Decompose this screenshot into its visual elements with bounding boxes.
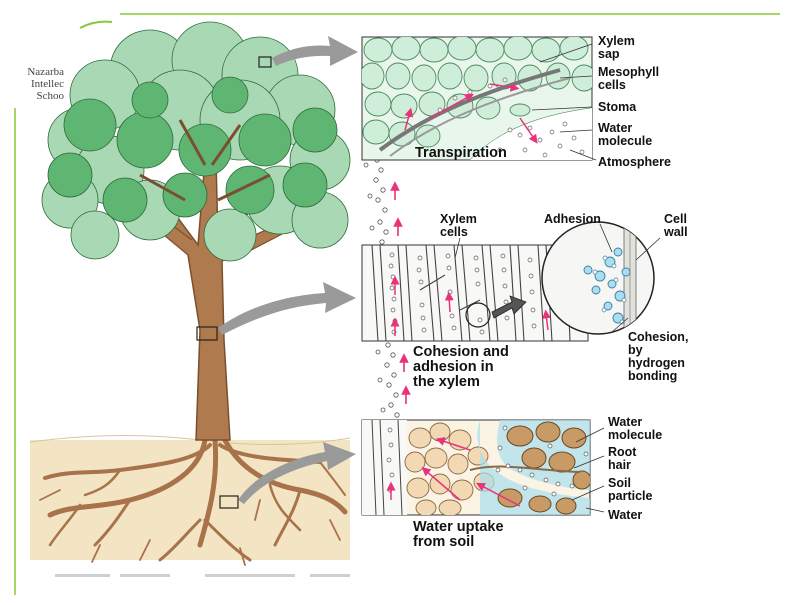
leaf-location-marker	[258, 56, 272, 68]
root-location-marker	[219, 495, 239, 509]
slide-frame	[14, 13, 780, 595]
tree-roots	[39, 437, 348, 566]
root-soil-panel	[361, 419, 605, 516]
transpiration-panel	[361, 36, 597, 161]
label-mesophyll-cells: Mesophyll cells	[598, 65, 660, 92]
label-water: Water	[608, 508, 643, 522]
label-soil-particle: Soil particle	[608, 476, 653, 503]
logo-line-1: Nazarba	[27, 66, 64, 78]
label-atmosphere: Atmosphere	[598, 155, 671, 169]
caption-cohesion-adhesion: Cohesion and adhesion in the xylem	[413, 344, 509, 390]
label-water-molecule-top: Water molecule	[598, 121, 653, 148]
zoom-arrows	[218, 36, 358, 504]
label-xylem-cells: Xylem cells	[440, 212, 477, 239]
school-logo-text: Nazarba Intellec Schoo	[4, 66, 64, 102]
label-root-hair: Root hair	[608, 445, 637, 472]
xylem-panel	[361, 221, 661, 342]
label-stoma: Stoma	[598, 100, 637, 114]
label-cohesion: Cohesion, by hydrogen bonding	[628, 330, 689, 383]
label-adhesion: Adhesion	[544, 212, 601, 226]
label-cell-wall: Cell wall	[664, 212, 688, 239]
label-xylem-sap: Xylem sap	[598, 34, 635, 61]
trunk-location-marker	[196, 326, 218, 341]
label-water-molecule-bottom: Water molecule	[608, 415, 663, 442]
logo-line-3: Schoo	[36, 90, 65, 102]
footer-artifact	[55, 574, 350, 577]
caption-water-uptake: Water uptake from soil	[413, 519, 504, 550]
logo-line-2: Intellec	[31, 78, 64, 90]
caption-transpiration: Transpiration	[415, 145, 507, 161]
tree-canopy	[41, 21, 351, 262]
